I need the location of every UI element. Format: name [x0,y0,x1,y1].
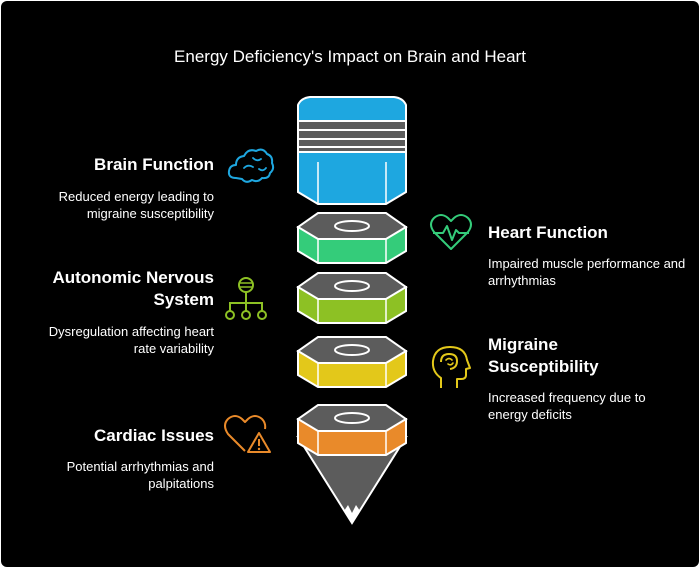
autonomic-nervous-system-title: Autonomic Nervous System [52,268,214,309]
brain-function-description: Reduced energy leading to migraine susce… [58,189,214,221]
cloud-brain-icon [227,148,275,183]
cardiac-issues-description: Potential arrhythmias and palpitations [66,459,214,491]
head-brain-icon [431,346,471,388]
stack-segment-brain [297,96,407,205]
heart-pulse-icon [430,214,472,250]
diagram-title: Energy Deficiency's Impact on Brain and … [174,47,526,66]
heart-function-title: Heart Function [488,223,608,242]
heart-function-description: Impaired muscle performance and arrhythm… [488,256,686,288]
migraine-susceptibility-title: Migraine Susceptibility [488,335,599,376]
brain-function-title: Brain Function [94,155,214,174]
migraine-susceptibility-description: Increased frequency due to energy defici… [488,390,646,422]
heart-warning-icon [224,415,271,453]
hierarchy-icon [225,277,267,320]
stack-segment-migraine [296,336,408,388]
stack-segment-autonomic [296,272,408,324]
cardiac-issues-title: Cardiac Issues [93,426,214,445]
autonomic-nervous-system-description: Dysregulation affecting heart rate varia… [48,324,214,356]
stack-segment-heart [296,212,408,264]
stack-segment-cardiac [296,404,408,525]
